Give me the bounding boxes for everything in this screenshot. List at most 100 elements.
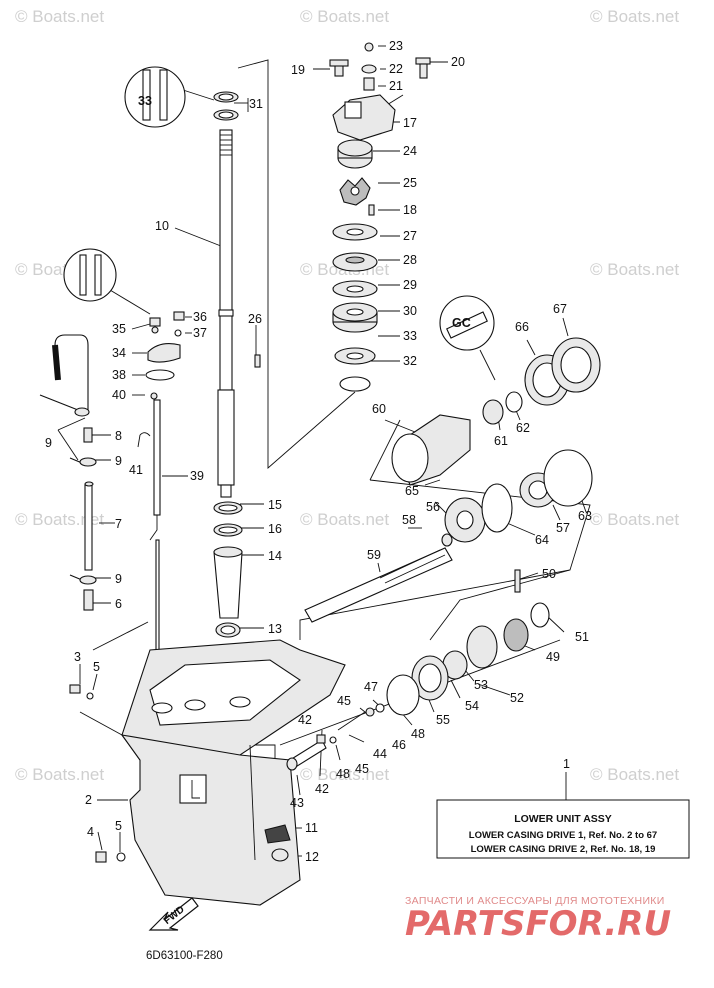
callout-48: 48 [336, 767, 350, 781]
inset-lubricant-symbol: 33 [138, 94, 152, 108]
callout-21: 21 [389, 79, 403, 93]
callout-42: 42 [298, 713, 312, 727]
callout-15: 15 [268, 498, 282, 512]
brand-tagline: ЗАПЧАСТИ И АКСЕССУАРЫ ДЛЯ МОТОТЕХНИКИ [405, 895, 665, 907]
casing-bolts [69, 684, 291, 863]
callout-48: 48 [411, 727, 425, 741]
fwd-arrow: FWD [148, 897, 199, 931]
callout-14: 14 [268, 549, 282, 563]
watermark-text: © Boats.net [590, 260, 679, 279]
callout-8: 8 [115, 429, 122, 443]
callout-20: 20 [451, 55, 465, 69]
drive-shaft-bearings [213, 501, 243, 638]
brand-name: PARTSFOR.RU [405, 904, 671, 944]
callout-6: 6 [115, 597, 122, 611]
water-pump-parts [329, 42, 431, 392]
callout-41: 41 [129, 463, 143, 477]
shift-pin-parts [286, 703, 385, 771]
callout-42: 42 [315, 782, 329, 796]
callout-45: 45 [355, 762, 369, 776]
callout-22: 22 [389, 62, 403, 76]
brand-logo: ЗАПЧАСТИ И АКСЕССУАРЫ ДЛЯ МОТОТЕХНИКИ PA… [405, 895, 671, 944]
callout-9: 9 [45, 436, 52, 450]
callout-67: 67 [553, 302, 567, 316]
callout-39: 39 [190, 469, 204, 483]
callout-32: 32 [403, 354, 417, 368]
callout-36: 36 [193, 310, 207, 324]
watermark-text: © Boats.net [15, 765, 104, 784]
callout-labels: 1 2 3 4 5 5 6 7 8 9 9 9 9 10 11 12 13 14… [45, 39, 592, 864]
callout-53: 53 [474, 678, 488, 692]
watermark-text: © Boats.net [590, 7, 679, 26]
callout-50: 50 [542, 567, 556, 581]
callout-47: 47 [364, 680, 378, 694]
callout-13: 13 [268, 622, 282, 636]
callout-34: 34 [112, 346, 126, 360]
callout-54: 54 [465, 699, 479, 713]
callout-65: 65 [405, 484, 419, 498]
callout-38: 38 [112, 368, 126, 382]
callout-57: 57 [556, 521, 570, 535]
callout-17: 17 [403, 116, 417, 130]
callout-2: 2 [85, 793, 92, 807]
callout-33: 33 [403, 329, 417, 343]
callout-64: 64 [535, 533, 549, 547]
callout-7: 7 [115, 517, 122, 531]
lower-unit-assembly-box: LOWER UNIT ASSY LOWER CASING DRIVE 1, Re… [436, 799, 690, 859]
shift-rod-parts [52, 311, 261, 661]
callout-59: 59 [367, 548, 381, 562]
callout-43: 43 [290, 796, 304, 810]
callout-56: 56 [426, 500, 440, 514]
watermark-text: © Boats.net [590, 510, 679, 529]
callout-30: 30 [403, 304, 417, 318]
detail-insets: 33 GC [63, 66, 495, 351]
watermark-text: © Boats.net [300, 7, 389, 26]
callout-45: 45 [337, 694, 351, 708]
watermark-text: © Boats.net [590, 765, 679, 784]
callout-46: 46 [392, 738, 406, 752]
callout-3: 3 [74, 650, 81, 664]
watermark-text: © Boats.net [300, 765, 389, 784]
callout-37: 37 [193, 326, 207, 340]
left-bolts [39, 394, 97, 611]
assembly-title: LOWER UNIT ASSY [514, 813, 612, 825]
diagram-code: 6D63100-F280 [146, 950, 223, 962]
propeller-shaft-gears [304, 337, 601, 716]
callout-11: 11 [305, 821, 318, 835]
callout-26: 26 [248, 312, 262, 326]
callout-58: 58 [402, 513, 416, 527]
callout-60: 60 [372, 402, 386, 416]
callout-62: 62 [516, 421, 530, 435]
callout-63: 63 [578, 509, 592, 523]
callout-10: 10 [155, 219, 169, 233]
callout-5: 5 [93, 660, 100, 674]
callout-19: 19 [291, 63, 305, 77]
lower-casing [120, 639, 346, 906]
callout-4: 4 [87, 825, 94, 839]
callout-9: 9 [115, 454, 122, 468]
callout-18: 18 [403, 203, 417, 217]
assembly-row: LOWER CASING DRIVE 2, Ref. No. 18, 19 [471, 844, 656, 855]
callout-9: 9 [115, 572, 122, 586]
callout-23: 23 [389, 39, 403, 53]
callout-28: 28 [403, 253, 417, 267]
callout-61: 61 [494, 434, 508, 448]
callout-29: 29 [403, 278, 417, 292]
callout-52: 52 [510, 691, 524, 705]
callout-66: 66 [515, 320, 529, 334]
callout-25: 25 [403, 176, 417, 190]
inset-locktite-symbol: GC [452, 316, 471, 330]
callout-31: 31 [249, 97, 263, 111]
watermark-text: © Boats.net [15, 7, 104, 26]
callout-24: 24 [403, 144, 417, 158]
callout-49: 49 [546, 650, 560, 664]
drive-shaft [213, 91, 239, 498]
callout-35: 35 [112, 322, 126, 336]
callout-51: 51 [575, 630, 589, 644]
callout-12: 12 [305, 850, 319, 864]
watermark-text: © Boats.net [300, 510, 389, 529]
callout-1: 1 [563, 757, 570, 771]
callout-44: 44 [373, 747, 387, 761]
